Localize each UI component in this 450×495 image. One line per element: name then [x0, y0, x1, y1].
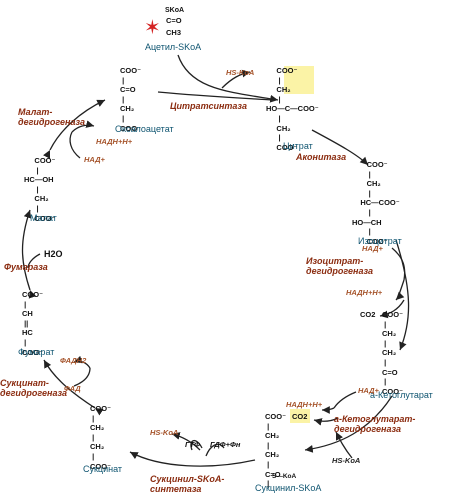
enzyme-malate-dh: Малат- дегидрогеназа: [18, 107, 86, 127]
succinyl-coa-label: Сукцинил-SKoA: [255, 483, 322, 493]
citrate-highlight: [284, 66, 314, 94]
arrow-isocitrate-akg: [395, 239, 410, 351]
enzyme-isocitrate-dh: Изоцитрат- дегидрогеназа: [306, 256, 374, 276]
co2-highlight: [290, 409, 310, 423]
enzyme-succinyl-coa-synthetase: Сукцинил-SKoA- синтетаза: [150, 474, 225, 494]
cofactor-hskoa-top: HS-KoA: [226, 68, 255, 77]
arrow-hskoa-akg: [335, 431, 353, 459]
arrow-akg-succoa: [304, 395, 393, 453]
enzyme-fumarase: Фумараза: [4, 262, 48, 272]
arrow-co2-akg: [313, 417, 339, 426]
arrow-gdp: [205, 443, 225, 457]
arrow-h2o: [27, 253, 41, 269]
succinate-label: Сукцинат: [83, 464, 123, 474]
acetyl-methyl: CH3: [166, 28, 182, 37]
arrow-nadh-mal: [71, 120, 95, 133]
enzyme-aconitase: Аконитаза: [296, 152, 347, 162]
cofactor-hskoa-akg: HS-KoA: [332, 456, 361, 465]
citrate-formula: COO⁻ | CH₂ | HO—C—COO⁻ | CH₂ | COO⁻: [266, 66, 319, 152]
isocitrate-label: Изоцитрат: [358, 236, 402, 246]
label-star-icon: ✶: [144, 17, 161, 39]
acetyl-carbonyl: C=O: [166, 16, 182, 25]
arrow-nad-mal: [69, 131, 81, 159]
cofactor-gdp: ГДФ+Фн: [210, 440, 241, 449]
arrow-fumarate-malate: [21, 209, 37, 299]
cofactor-hskoa-suc: HS-KoA: [150, 428, 179, 437]
cofactor-fad: ФАД: [64, 384, 81, 393]
akg-label: a-Кетоглутарат: [370, 390, 433, 400]
arrow-fadh2: [73, 355, 91, 369]
cofactor-nadh-mal: НАДН+Н+: [96, 137, 133, 146]
cofactor-nad-iso: НАД+: [362, 244, 383, 253]
fumarate-label: Фумарат: [18, 347, 55, 357]
acetyl-skoa-group: SKoA: [165, 7, 185, 14]
enzyme-citrate-synthase: Цитратсинтаза: [170, 101, 247, 111]
cofactor-co2-iso: CO2: [360, 310, 376, 319]
arrow-succoa-succinate: [129, 451, 256, 467]
cofactor-co2-akg: CO2: [292, 412, 308, 421]
arrow-malate-oaa: [43, 99, 106, 159]
arrow-nadh-iso: [395, 279, 405, 301]
arrow-gtp: [190, 440, 203, 451]
malate-label: Малат: [30, 213, 57, 223]
arrow-succinate-fumarate: [43, 359, 104, 416]
akg-formula: COO⁻ | CH₂ | CH₂ | C=O | COO⁻: [382, 310, 404, 396]
enzyme-succinate-dh: Сукцинат- дегидрогеназа: [0, 378, 68, 398]
succinate-formula: COO⁻ | CH₂ | CH₂ | COO⁻: [90, 404, 112, 471]
succinyl-coa-formula: COO⁻ | CH₂ | CH₂ | C=O |: [265, 412, 287, 489]
cofactor-nadh-iso: НАДН+Н+: [346, 288, 383, 297]
cofactor-nadh-akg: НАДН+Н+: [286, 400, 323, 409]
arrow-nad-iso: [391, 247, 406, 281]
malate-formula: COO⁻ | HC—OH | CH₂ | COO⁻: [24, 156, 56, 223]
cofactor-gtp: ГТФ: [185, 440, 200, 449]
succinyl-coa-s-group: S—KoA: [272, 473, 297, 480]
oxaloacetate-label: Оксалоацетат: [115, 124, 174, 134]
arrow-fad: [73, 367, 91, 387]
arrow-hskoa-release: [221, 69, 251, 89]
enzyme-akg-dh: a-Кетоглутарат- дегидрогеназа: [334, 414, 416, 434]
cofactor-fadh2: ФАДН2: [60, 356, 87, 365]
cofactor-nad-akg: НАД+: [358, 386, 379, 395]
cofactor-nad-mal: НАД+: [84, 155, 105, 164]
arrow-nad-akg: [333, 391, 357, 409]
cofactor-h2o: H2O: [44, 249, 63, 259]
acetyl-coa-label: Ацетил-SKoA: [145, 42, 202, 52]
citrate-label: Цитрат: [283, 141, 313, 151]
arrow-oaa-citrate: [157, 91, 273, 101]
arrow-citrate-isocitrate: [311, 129, 369, 166]
arrow-nadh-akg: [321, 406, 335, 414]
isocitrate-formula: COO⁻ | CH₂ | HC—COO⁻ | HO—CH | COO⁻: [352, 160, 400, 246]
fumarate-formula: COO⁻ | CH || HC | COO⁻: [22, 290, 44, 357]
arrow-acetyl-citrate: [177, 54, 279, 103]
arrow-hskoa-suc: [171, 432, 201, 451]
oxaloacetate-formula: COO⁻ | C=O | CH₂ | COO⁻: [120, 66, 142, 133]
arrow-co2-iso: [379, 299, 405, 319]
